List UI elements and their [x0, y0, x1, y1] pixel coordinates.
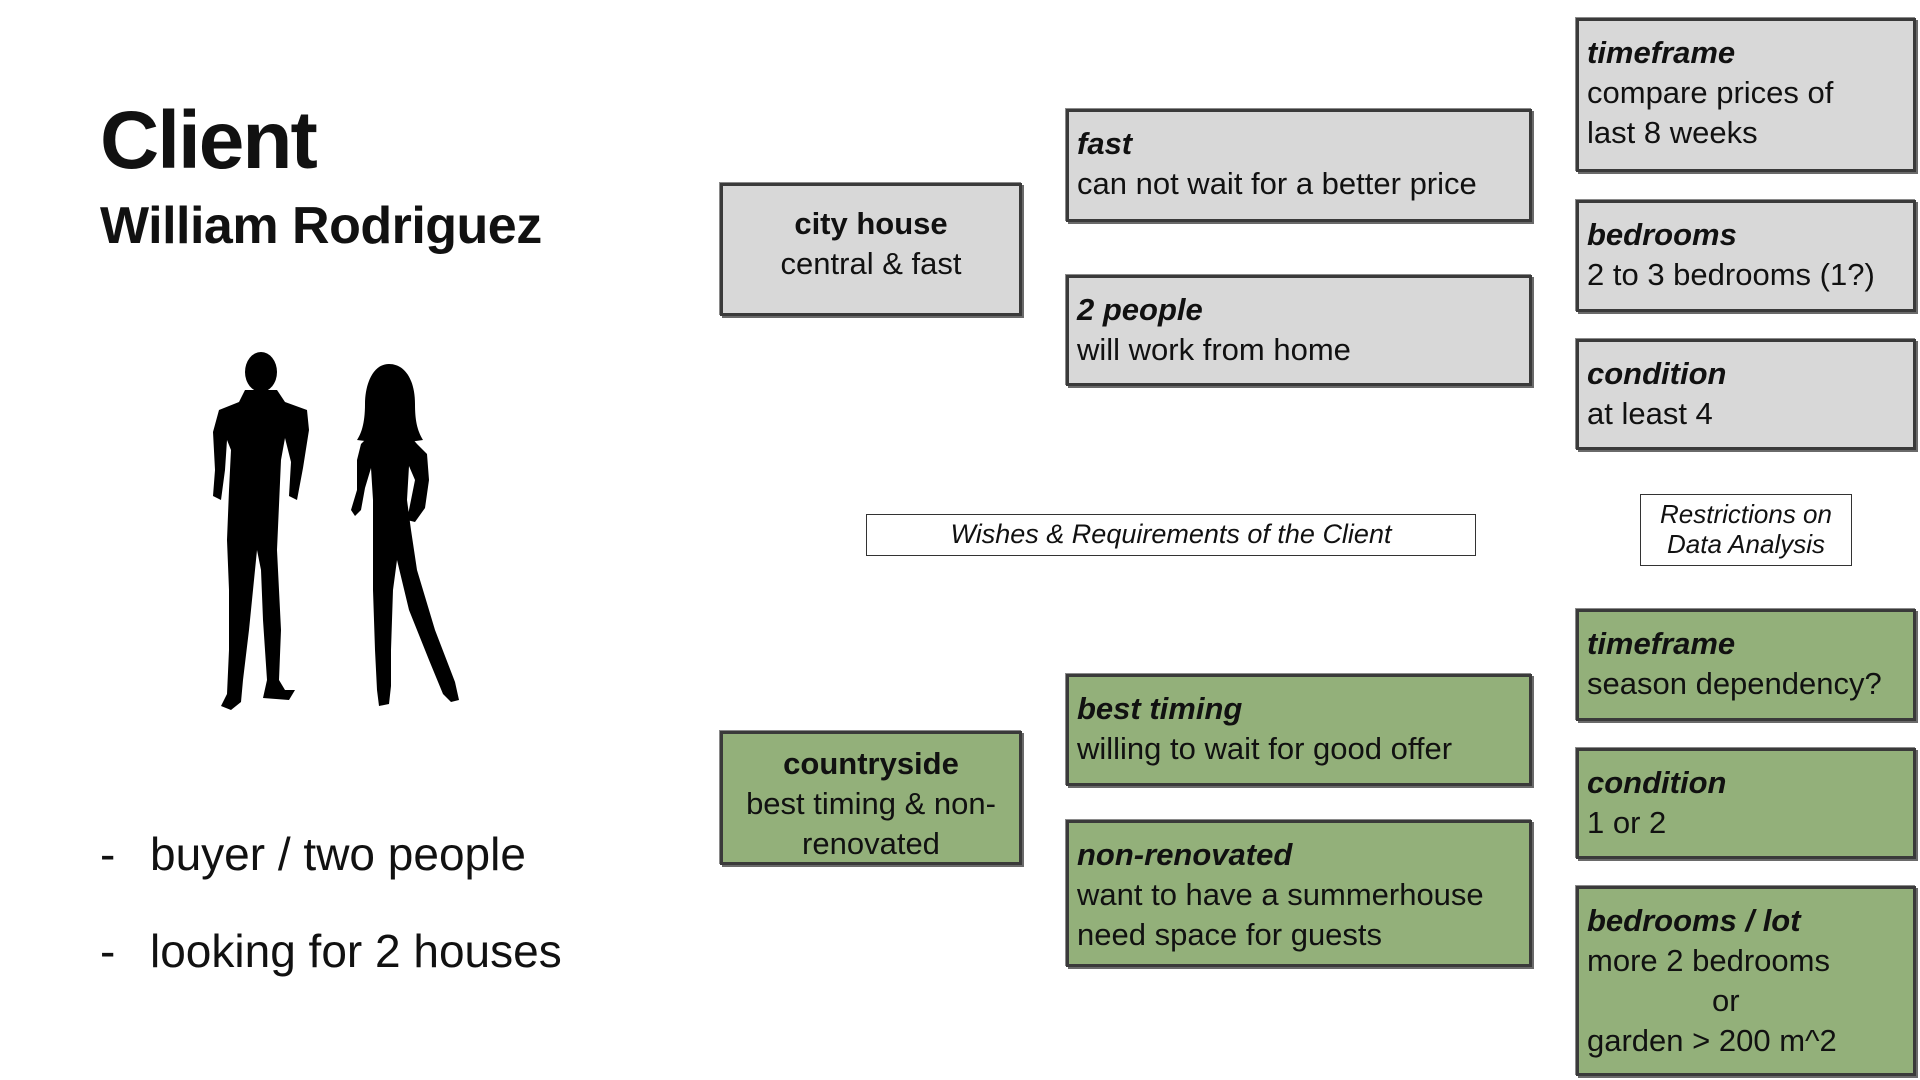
list-item: -buyer / two people [100, 827, 526, 880]
wishes-requirements-label: Wishes & Requirements of the Client [866, 514, 1476, 556]
restriction-condition-green-box: condition 1 or 2 [1576, 748, 1916, 859]
restriction-season-box: timeframe season dependency? [1576, 609, 1916, 721]
countryside-box: countryside best timing & non- renovated [720, 731, 1022, 865]
restrictions-label: Restrictions on Data Analysis [1640, 494, 1852, 566]
client-name: William Rodriguez [100, 197, 542, 255]
wish-best-timing-box: best timing willing to wait for good off… [1066, 674, 1532, 786]
wish-2-people-box: 2 people will work from home [1066, 275, 1532, 386]
client-facts-list: -buyer / two people -looking for 2 house… [100, 805, 562, 999]
page-title: Client [100, 95, 318, 186]
restriction-condition-box: condition at least 4 [1576, 339, 1916, 450]
restriction-timeframe-box: timeframe compare prices of last 8 weeks [1576, 18, 1916, 172]
wish-fast-box: fast can not wait for a better price [1066, 109, 1532, 222]
two-people-silhouette-icon [185, 350, 495, 720]
restriction-bedrooms-lot-box: bedrooms / lot more 2 bedrooms or garden… [1576, 886, 1916, 1076]
list-item: -looking for 2 houses [100, 924, 562, 977]
city-house-box: city house central & fast [720, 183, 1022, 316]
restriction-bedrooms-box: bedrooms 2 to 3 bedrooms (1?) [1576, 200, 1916, 312]
wish-non-renovated-box: non-renovated want to have a summerhouse… [1066, 820, 1532, 967]
